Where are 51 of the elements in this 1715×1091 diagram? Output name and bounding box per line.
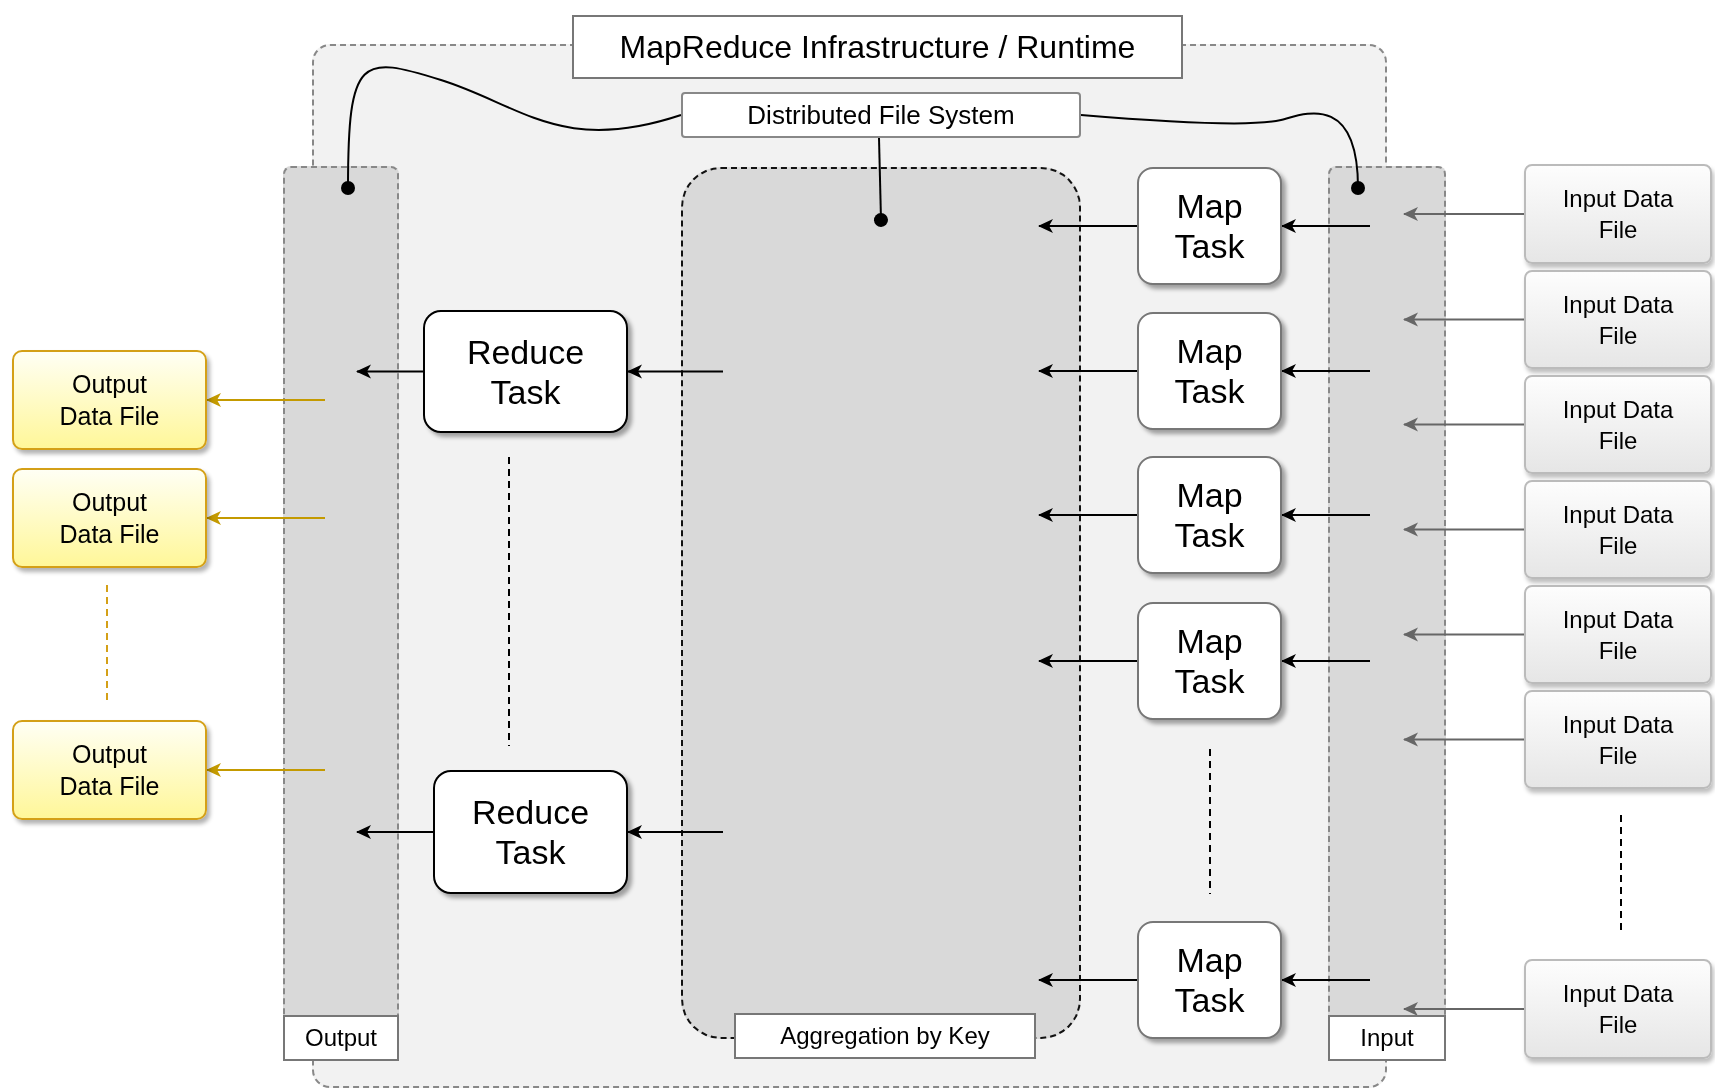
arrow [206,511,326,525]
input-file-box: Input Data File [1524,690,1712,789]
storage-column [283,166,399,1061]
arrow [1281,654,1371,668]
arrow [1281,364,1371,378]
area-label: Aggregation by Key [734,1013,1036,1059]
arrow [1281,219,1371,233]
map-task-box: Map Task [1137,167,1282,285]
arrow [1403,417,1525,432]
arrow [1403,1002,1525,1016]
input-file-box: Input Data File [1524,375,1712,474]
arrow [1281,508,1371,522]
title-box: MapReduce Infrastructure / Runtime [572,15,1183,79]
input-file-box: Input Data File [1524,585,1712,684]
area-label: Input [1328,1015,1446,1061]
arrow [1403,522,1525,537]
map-task-box: Map Task [1137,456,1282,574]
arrow [1281,973,1371,987]
arrow [1038,508,1138,522]
reduce-task-box: Reduce Task [433,770,628,894]
arrow [1403,312,1525,327]
arrow [356,825,434,839]
connector-line [1080,112,1365,195]
arrow [627,364,724,379]
arrow [356,364,424,379]
input-file-box: Input Data File [1524,959,1712,1059]
storage-column [1328,166,1446,1061]
arrow [1403,732,1525,747]
file-system-box: Distributed File System [681,92,1081,138]
map-task-box: Map Task [1137,312,1282,430]
arrow [206,763,326,777]
map-task-box: Map Task [1137,921,1282,1039]
arrow [1038,219,1138,233]
arrow [627,825,724,839]
input-file-box: Input Data File [1524,480,1712,579]
arrow [1038,364,1138,378]
arrow [1038,973,1138,987]
connector-line [341,66,682,195]
area-label: Output [283,1015,399,1061]
output-file-box: Output Data File [12,468,207,568]
output-file-box: Output Data File [12,350,207,450]
arrow [1403,627,1525,642]
output-file-box: Output Data File [12,720,207,820]
arrow [206,393,326,407]
input-file-box: Input Data File [1524,164,1712,264]
reduce-task-box: Reduce Task [423,310,628,433]
connector-line [874,137,888,227]
arrow [1038,654,1138,668]
map-task-box: Map Task [1137,602,1282,720]
arrow [1403,207,1525,221]
input-file-box: Input Data File [1524,270,1712,369]
